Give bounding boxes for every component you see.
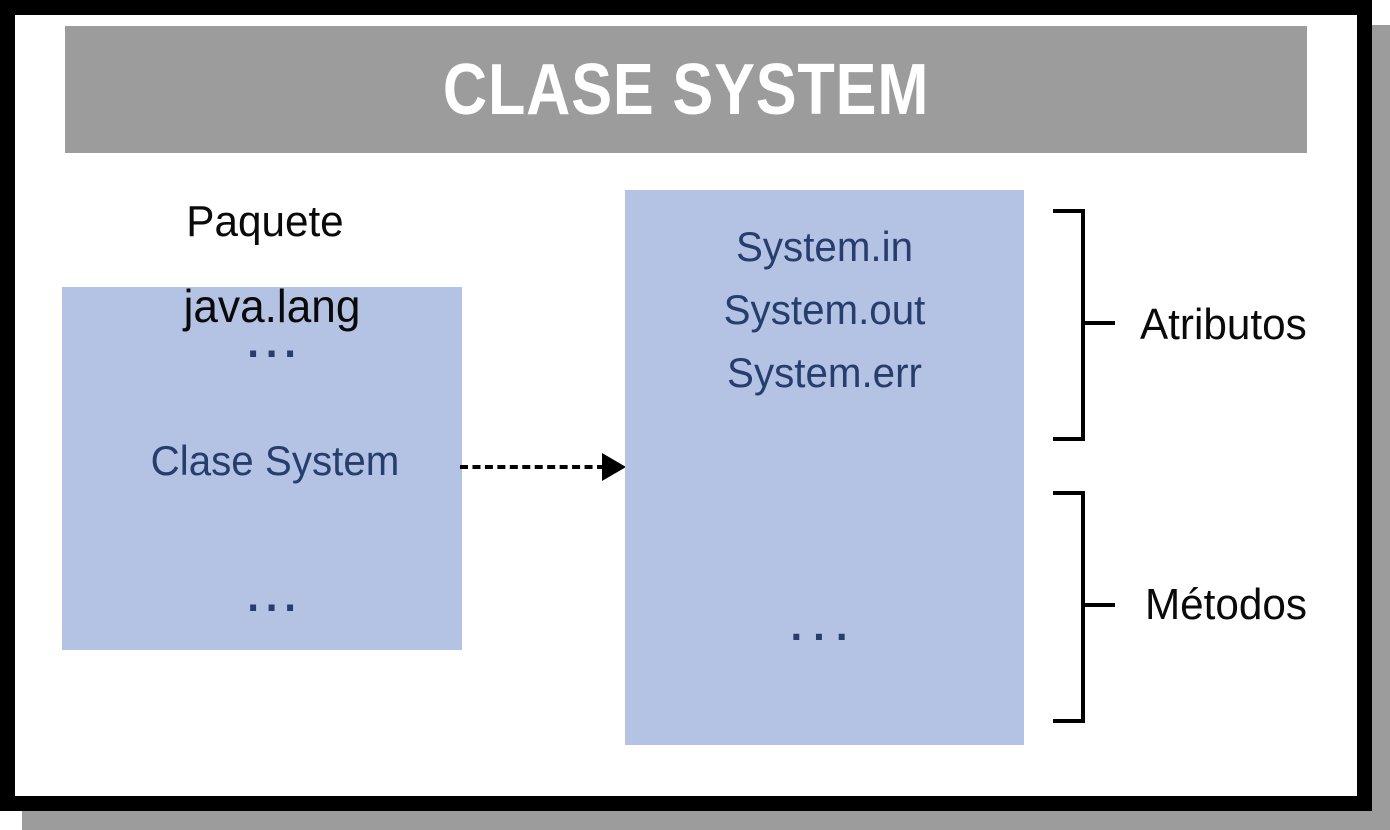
- attribute-item: System.out: [723, 286, 926, 333]
- diagram-title: CLASE SYSTEM: [442, 49, 930, 130]
- diagram-frame: CLASE SYSTEM Paquete java.lang ... Clase…: [0, 0, 1372, 811]
- title-bar: CLASE SYSTEM: [65, 26, 1307, 153]
- bracket-line: [1081, 209, 1085, 441]
- methods-ellipsis: ...: [790, 602, 859, 649]
- methods-label: Métodos: [1145, 580, 1308, 629]
- bracket-line: [1081, 491, 1085, 723]
- package-ellipsis-top: ...: [247, 318, 303, 367]
- class-box: System.in System.out System.err ...: [625, 190, 1024, 745]
- bracket-tick: [1053, 719, 1085, 723]
- bracket-tick: [1053, 491, 1085, 495]
- class-system-label: Clase System: [150, 437, 400, 484]
- bracket-tick: [1053, 437, 1085, 441]
- package-name: java.lang: [183, 280, 361, 332]
- attribute-item: System.err: [727, 349, 922, 396]
- package-heading: Paquete: [186, 197, 344, 246]
- bracket-tick: [1085, 603, 1115, 607]
- package-box: [62, 287, 462, 650]
- attribute-item: System.in: [735, 223, 913, 270]
- attributes-label: Atributos: [1140, 300, 1307, 349]
- dashed-arrow-line: [460, 465, 605, 469]
- bracket-tick: [1085, 321, 1115, 325]
- arrow-head-icon: [602, 453, 626, 481]
- package-ellipsis-bottom: ...: [247, 572, 303, 621]
- bracket-tick: [1053, 209, 1085, 213]
- attribute-list: System.in System.out System.err: [633, 215, 1016, 404]
